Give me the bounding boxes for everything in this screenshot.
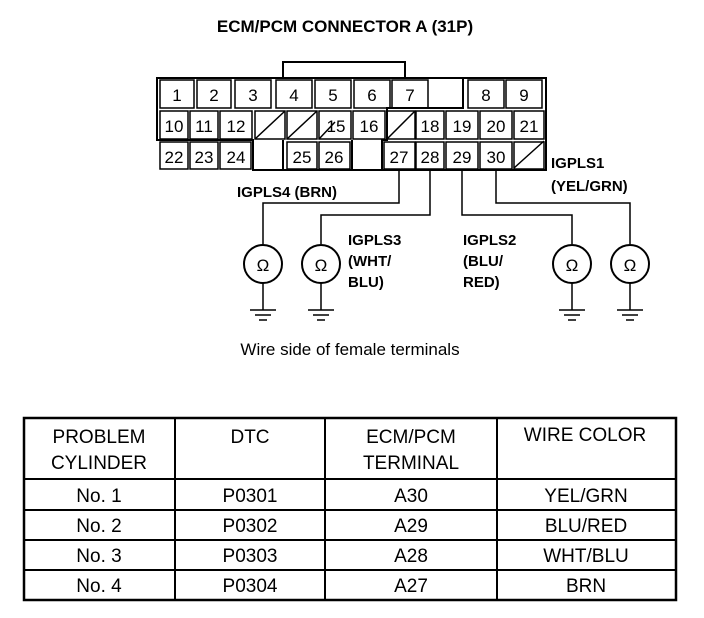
ohm-icon: Ω [624, 256, 637, 275]
pin-row-3 [159, 141, 545, 170]
igpls3-color-label-2: BLU) [348, 274, 384, 291]
igpls4-label: IGPLS4 (BRN) [237, 184, 337, 201]
cell-cylinder: No. 1 [76, 486, 121, 507]
connector-lock-tab [282, 61, 406, 78]
ohmmeter-3: Ω [552, 244, 592, 321]
pin-label: 9 [519, 86, 528, 105]
pin-row-2 [159, 110, 545, 140]
pin-label: 11 [195, 117, 213, 136]
pin-label: 25 [293, 148, 312, 167]
ohm-icon: Ω [315, 256, 328, 275]
header-cylinder: CYLINDER [51, 453, 147, 474]
ohmmeter-1: Ω [243, 244, 283, 321]
pin-label: 24 [227, 148, 246, 167]
pin-label: 6 [367, 86, 376, 105]
cell-terminal: A30 [394, 486, 428, 507]
cell-terminal: A27 [394, 576, 428, 597]
cell-terminal: A29 [394, 516, 428, 537]
pin-label: 29 [453, 148, 472, 167]
header-problem: PROBLEM [53, 427, 146, 448]
pin-label: 1 [172, 86, 181, 105]
pin-row-1 [159, 79, 543, 109]
igpls2-label: IGPLS2 [463, 232, 516, 249]
pin-label: 30 [487, 148, 506, 167]
pin-label: 5 [328, 86, 337, 105]
igpls1-label: IGPLS1 [551, 155, 604, 172]
cell-wire-color: WHT/BLU [543, 546, 629, 567]
table-row: No. 2 P0302 A29 BLU/RED [76, 516, 627, 537]
header-ecm-pcm: ECM/PCM [366, 427, 456, 448]
wires [262, 169, 631, 244]
header-terminal: TERMINAL [363, 453, 459, 474]
cell-cylinder: No. 2 [76, 516, 121, 537]
dtc-table [22, 416, 678, 602]
pin-label: 15 [327, 117, 346, 136]
table-row: No. 1 P0301 A30 YEL/GRN [76, 486, 627, 507]
cell-dtc: P0304 [223, 576, 278, 597]
pin-label: 28 [421, 148, 440, 167]
connector-right-block-outline [381, 77, 547, 171]
pin-label: 23 [195, 148, 214, 167]
pin-label: 27 [390, 148, 409, 167]
diagram-caption: Wire side of female terminals [240, 340, 459, 359]
ohm-icon: Ω [257, 256, 270, 275]
cell-terminal: A28 [394, 546, 428, 567]
cell-wire-color: BLU/RED [545, 516, 627, 537]
cell-cylinder: No. 4 [76, 576, 122, 597]
pin-label: 16 [360, 117, 379, 136]
pin-label: 19 [453, 117, 472, 136]
igpls3-color-label-1: (WHT/ [348, 253, 392, 270]
igpls2-color-label-2: RED) [463, 274, 500, 291]
table-row: No. 3 P0303 A28 WHT/BLU [76, 546, 628, 567]
pin-label: 8 [481, 86, 490, 105]
igpls1-color-label: (YEL/GRN) [551, 178, 628, 195]
pin-label: 10 [165, 117, 184, 136]
pin-label: 2 [209, 86, 218, 105]
igpls3-label: IGPLS3 [348, 232, 401, 249]
header-dtc: DTC [230, 427, 269, 448]
cell-wire-color: YEL/GRN [544, 486, 627, 507]
pin-label: 22 [165, 148, 184, 167]
pin-label: 12 [227, 117, 246, 136]
pin-label: 21 [520, 117, 539, 136]
ohmmeter-2: Ω [301, 244, 341, 321]
pin-label: 20 [487, 117, 506, 136]
pin-label: 18 [421, 117, 440, 136]
pin-label: 4 [289, 86, 298, 105]
cell-dtc: P0303 [223, 546, 278, 567]
cell-wire-color: BRN [566, 576, 606, 597]
connector-bottom-mid-outline [282, 140, 353, 171]
igpls2-color-label-1: (BLU/ [463, 253, 504, 270]
pin-label: 7 [405, 86, 414, 105]
connector-title: ECM/PCM CONNECTOR A (31P) [217, 17, 473, 36]
pin-label: 3 [248, 86, 257, 105]
cell-cylinder: No. 3 [76, 546, 121, 567]
cell-dtc: P0302 [223, 516, 278, 537]
ohm-icon: Ω [566, 256, 579, 275]
empty-pin-slashes [254, 110, 545, 169]
ohmmeter-4: Ω [610, 244, 650, 321]
pin-label: 26 [325, 148, 344, 167]
cell-dtc: P0301 [223, 486, 278, 507]
table-row: No. 4 P0304 A27 BRN [76, 576, 606, 597]
header-wire-color: WIRE COLOR [524, 425, 646, 446]
